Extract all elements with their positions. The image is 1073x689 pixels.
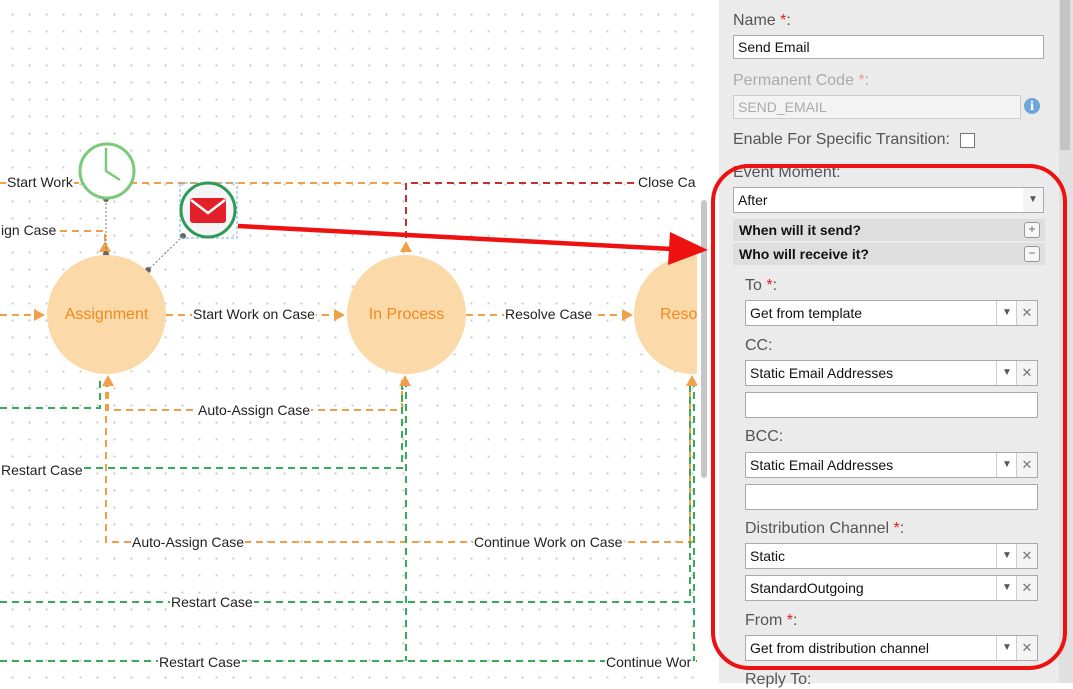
name-label: Name *: [733, 12, 791, 29]
arrowhead [622, 309, 633, 321]
arrowhead [399, 375, 411, 386]
transition-label[interactable]: Restart Case [158, 654, 242, 670]
clear-icon[interactable]: ✕ [1016, 361, 1037, 385]
transition-label[interactable]: Close Ca [637, 174, 697, 190]
event-moment-select[interactable]: After ▼ [733, 187, 1044, 213]
arrowhead [686, 375, 697, 386]
transition-label[interactable]: Auto-Assign Case [197, 402, 312, 418]
transition-line [0, 380, 403, 469]
state-in-process[interactable]: In Process [347, 255, 466, 374]
arrowhead [99, 241, 111, 252]
code-label: Permanent Code *: [733, 72, 870, 89]
arrowhead [334, 309, 345, 321]
code-field[interactable]: SEND_EMAIL [733, 95, 1021, 119]
clock-icon[interactable] [78, 142, 136, 200]
transition-line [405, 182, 640, 250]
transition-line [0, 380, 101, 409]
workflow-canvas[interactable]: Assignment In Process Reso Start Work ig… [0, 0, 697, 683]
transition-label[interactable]: Start Work on Case [192, 306, 316, 322]
state-assignment[interactable]: Assignment [47, 255, 166, 374]
canvas-scroll-thumb[interactable] [701, 200, 707, 478]
chevron-down-icon[interactable]: ▼ [996, 636, 1017, 660]
collapse-icon[interactable]: − [1024, 246, 1040, 262]
clear-icon[interactable]: ✕ [1016, 301, 1037, 325]
cc-addresses-field[interactable] [745, 392, 1038, 418]
clear-icon[interactable]: ✕ [1016, 453, 1037, 477]
distribution-channel-select[interactable]: StandardOutgoing ▼ ✕ [745, 575, 1038, 601]
envelope-icon[interactable] [179, 181, 238, 239]
transition-line [0, 380, 691, 603]
info-icon[interactable]: i [1024, 98, 1040, 114]
distribution-type-select[interactable]: Static ▼ ✕ [745, 543, 1038, 569]
transition-lines [0, 142, 697, 662]
clear-icon[interactable]: ✕ [1016, 636, 1037, 660]
bcc-label: BCC: [745, 428, 784, 445]
chevron-down-icon[interactable]: ▼ [1023, 188, 1043, 212]
expand-icon[interactable]: + [1024, 222, 1040, 238]
canvas-scrollbar[interactable] [697, 0, 719, 683]
arrowhead [34, 309, 45, 321]
from-select[interactable]: Get from distribution channel ▼ ✕ [745, 635, 1038, 661]
distribution-channel-label: Distribution Channel *: [745, 520, 905, 537]
transition-label[interactable]: Auto-Assign Case [131, 534, 246, 550]
event-moment-label: Event Moment: [733, 164, 841, 181]
cc-label: CC: [745, 337, 773, 354]
bcc-select[interactable]: Static Email Addresses ▼ ✕ [745, 452, 1038, 478]
email-connector [147, 235, 184, 271]
chevron-down-icon[interactable]: ▼ [996, 361, 1017, 385]
chevron-down-icon[interactable]: ▼ [996, 544, 1017, 568]
transition-label[interactable]: ign Case [0, 222, 58, 238]
from-label: From *: [745, 612, 798, 629]
section-who-receive[interactable]: Who will receive it? − [733, 243, 1045, 265]
transition-label[interactable]: Resolve Case [504, 306, 594, 322]
to-label: To *: [745, 277, 778, 294]
clear-icon[interactable]: ✕ [1016, 544, 1037, 568]
specific-transition-label: Enable For Specific Transition: [733, 131, 950, 148]
chevron-down-icon[interactable]: ▼ [996, 453, 1017, 477]
transition-label[interactable]: Restart Case [170, 594, 254, 610]
to-select[interactable]: Get from template ▼ ✕ [745, 300, 1038, 326]
transition-label[interactable]: Continue Wor [605, 654, 693, 670]
transition-label[interactable]: Continue Work on Case [473, 534, 624, 550]
transition-label[interactable]: Restart Case [0, 462, 84, 478]
name-field[interactable]: Send Email [733, 35, 1044, 59]
reply-to-label: Reply To: [745, 671, 812, 688]
section-when-send[interactable]: When will it send? + [733, 219, 1045, 241]
arrowhead [102, 375, 114, 386]
transition-label[interactable]: Start Work [6, 174, 74, 190]
chevron-down-icon[interactable]: ▼ [996, 576, 1017, 600]
specific-transition-checkbox[interactable] [960, 133, 975, 148]
cc-select[interactable]: Static Email Addresses ▼ ✕ [745, 360, 1038, 386]
arrowhead [400, 241, 412, 252]
clear-icon[interactable]: ✕ [1016, 576, 1037, 600]
bcc-addresses-field[interactable] [745, 484, 1038, 510]
panel-scroll-thumb[interactable] [1060, 0, 1070, 150]
chevron-down-icon[interactable]: ▼ [996, 301, 1017, 325]
